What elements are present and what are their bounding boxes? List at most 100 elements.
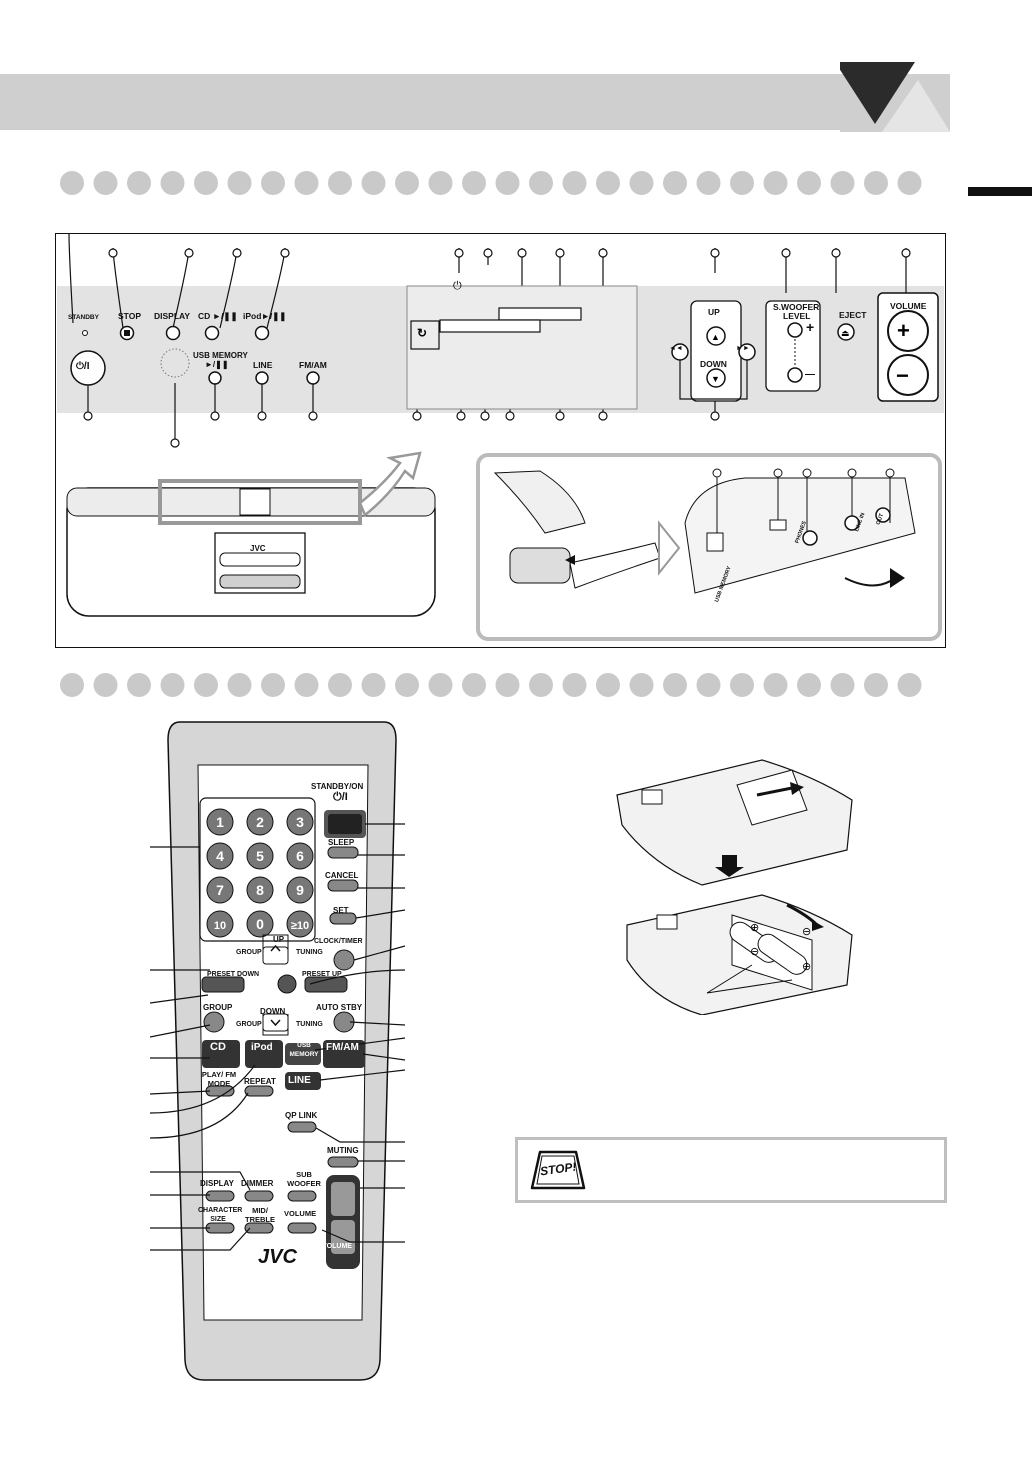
power-label: ⏻/I xyxy=(76,361,90,372)
remote-sub-woofer-label: SUB WOOFER xyxy=(287,1170,321,1188)
swoofer-down-button[interactable] xyxy=(787,367,803,383)
swoofer-label: S.WOOFER xyxy=(773,302,820,312)
usb-memory-label: USB MEMORY xyxy=(193,351,248,360)
separator-dot xyxy=(294,673,319,697)
separator-dot xyxy=(797,171,821,195)
unit-brand-logo: JVC xyxy=(250,544,266,553)
remote-clock-timer-label: CLOCK/TIMER xyxy=(314,938,363,945)
separator-dot xyxy=(160,673,185,697)
volume-down-button[interactable] xyxy=(887,354,929,396)
prev-symbol: ◄◄ xyxy=(669,345,683,352)
remote-mid-treble-label: MID/ TREBLE xyxy=(245,1206,275,1224)
remote-tuning-down-label: TUNING xyxy=(296,1021,323,1028)
separator-dot xyxy=(227,673,252,697)
remote-cd-label: CD xyxy=(210,1041,226,1053)
separator-dot xyxy=(227,171,252,195)
eject-button[interactable] xyxy=(837,323,855,341)
separator-dot xyxy=(294,171,319,195)
remote-digit-button[interactable] xyxy=(286,808,314,836)
remote-down-label: DOWN xyxy=(260,1007,286,1016)
remote-digit-button[interactable] xyxy=(206,842,234,870)
separator-dot xyxy=(395,673,419,697)
separator-dot xyxy=(261,673,285,697)
separator-dot xyxy=(462,673,486,697)
front-panel-diagram: ↻ ⏻ ▲▼ ⏏ + − xyxy=(66,233,942,641)
separator-dot xyxy=(663,673,687,697)
remote-power-label: ⏻/I xyxy=(333,791,348,803)
standby-indicator xyxy=(82,330,88,336)
remote-digit-label: 7 xyxy=(216,882,224,898)
separator-dot xyxy=(93,171,118,195)
remote-digit-button[interactable] xyxy=(286,842,314,870)
separator-dot xyxy=(864,171,888,195)
remote-qp-link-label: QP LINK xyxy=(285,1111,318,1120)
svg-text:▲: ▲ xyxy=(711,332,720,342)
remote-brand-logo: JVC xyxy=(258,1246,297,1268)
volume-up-button[interactable] xyxy=(887,310,929,352)
remote-digit-button[interactable] xyxy=(246,876,274,904)
eject-label: EJECT xyxy=(839,310,867,320)
remote-digit-button[interactable] xyxy=(246,910,274,938)
remote-digit-button[interactable] xyxy=(286,876,314,904)
remote-cancel-label: CANCEL xyxy=(325,871,359,880)
remote-standby-on-label: STANDBY/ON xyxy=(311,782,364,791)
separator-dot xyxy=(361,171,386,195)
remote-sleep-label: SLEEP xyxy=(328,838,355,847)
separator-dot xyxy=(830,171,855,195)
separator-dot xyxy=(763,171,788,195)
separator-dot xyxy=(730,171,754,195)
remote-digit-button[interactable] xyxy=(246,842,274,870)
svg-text:+: + xyxy=(897,318,910,343)
top-callout-circles xyxy=(108,248,911,258)
swoofer-plus-label: + xyxy=(806,319,815,335)
separator-dot xyxy=(60,673,84,697)
svg-text:⊕: ⊕ xyxy=(750,922,759,934)
remote-left-callouts xyxy=(150,846,256,1251)
up-label: UP xyxy=(708,307,720,317)
separator-dot xyxy=(60,171,84,195)
separator-dot xyxy=(93,673,118,697)
remote-digit-button[interactable] xyxy=(206,808,234,836)
down-button[interactable] xyxy=(706,368,726,388)
down-label: DOWN xyxy=(700,359,727,369)
svg-text:−: − xyxy=(896,363,909,388)
remote-repeat-label: REPEAT xyxy=(244,1077,276,1086)
up-button[interactable] xyxy=(706,326,726,346)
section-header-band xyxy=(0,74,946,130)
remote-auto-stby-label: AUTO STBY xyxy=(316,1003,363,1012)
swoofer-level-label: LEVEL xyxy=(783,311,811,321)
main-unit-figure-frame xyxy=(55,233,946,648)
remote-dimmer-label: DIMMER xyxy=(241,1179,274,1188)
fm-am-label: FM/AM xyxy=(299,360,327,370)
remote-usb-memory-label: USB MEMORY xyxy=(289,1042,319,1058)
remote-digit-label: 10 xyxy=(214,920,226,932)
warning-box xyxy=(515,1137,947,1203)
remote-digit-label: 5 xyxy=(256,848,264,864)
separator-dot xyxy=(495,673,520,697)
remote-digit-label: 1 xyxy=(216,814,224,830)
swoofer-panel xyxy=(765,300,821,392)
remote-play-fm-mode-label: PLAY/ FM MODE xyxy=(201,1070,237,1088)
remote-muting-label: MUTING xyxy=(327,1146,359,1155)
separator-dot xyxy=(897,171,922,195)
swoofer-up-button[interactable] xyxy=(787,322,803,338)
power-button[interactable] xyxy=(70,350,106,386)
separator-dot xyxy=(897,673,922,697)
separator-dot xyxy=(428,673,453,697)
remote-group-up-label: GROUP xyxy=(236,949,262,956)
remote-digit-button[interactable] xyxy=(246,808,274,836)
remote-set-label: SET xyxy=(333,906,349,915)
separator-dot xyxy=(194,673,218,697)
remote-digit-button[interactable] xyxy=(286,910,314,938)
ipod-play-label: iPod►/❚❚ xyxy=(243,311,287,321)
remote-ipod-label: iPod xyxy=(251,1042,273,1053)
remote-preset-up-label: PRESET UP xyxy=(302,971,342,978)
remote-digit-button[interactable] xyxy=(206,910,234,938)
remote-digit-button[interactable] xyxy=(206,876,234,904)
separator-dot xyxy=(328,673,352,697)
remote-character-size-label: CHARACTER SIZE xyxy=(198,1207,243,1223)
separator-dot xyxy=(663,171,687,195)
svg-text:⊖: ⊖ xyxy=(802,926,811,938)
remote-display-label: DISPLAY xyxy=(200,1179,234,1188)
